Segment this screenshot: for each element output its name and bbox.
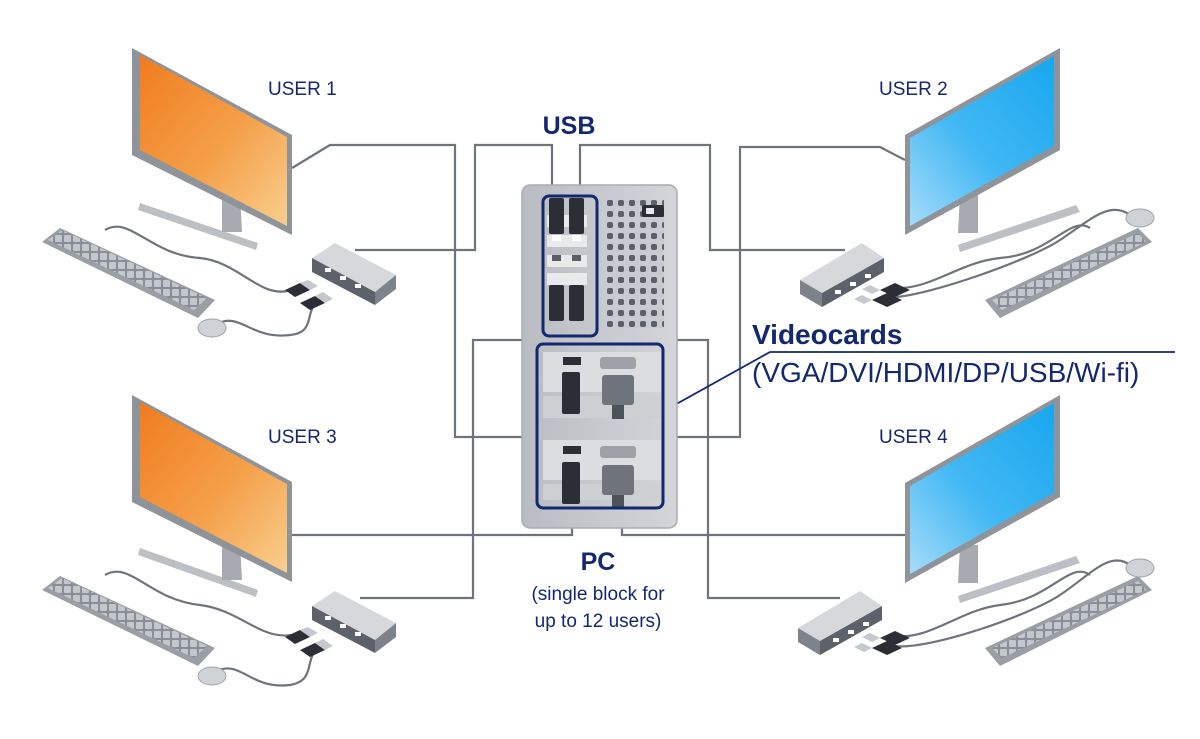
cable-user4-keyboard bbox=[894, 570, 1091, 638]
label-videocards-types: (VGA/DVI/HDMI/DP/USB/Wi-fi) bbox=[752, 357, 1139, 388]
workstation-user2 bbox=[800, 48, 1155, 318]
label-user4: USER 4 bbox=[879, 427, 948, 448]
keyboard-icon bbox=[42, 228, 215, 318]
label-user2: USER 2 bbox=[879, 79, 948, 100]
usb-hub-icon bbox=[312, 591, 396, 653]
label-pc-sub-line1: (single block for bbox=[531, 584, 665, 605]
cable-user1-keyboard bbox=[104, 225, 293, 293]
cable-user1-video bbox=[291, 143, 572, 439]
monitor-icon bbox=[905, 395, 1080, 603]
usb-connector-icon bbox=[854, 283, 910, 307]
power-switch-icon bbox=[642, 205, 664, 217]
keyboard-icon bbox=[42, 576, 215, 666]
videocards-pointer-line bbox=[661, 351, 1175, 413]
workstation-user4 bbox=[798, 395, 1155, 666]
cable-user2-keyboard bbox=[894, 224, 1091, 290]
label-videocards-title: Videocards bbox=[752, 319, 902, 350]
cable-user4-mouse bbox=[894, 559, 1131, 648]
usb-hub-icon bbox=[800, 243, 884, 307]
keyboard-icon bbox=[985, 228, 1152, 318]
label-pc-sub-line2: up to 12 users) bbox=[535, 611, 662, 632]
usb-connector-icon bbox=[285, 280, 333, 310]
label-user1: USER 1 bbox=[268, 79, 337, 100]
usb-hub-icon bbox=[312, 243, 396, 305]
monitor-icon bbox=[905, 48, 1080, 252]
vga-connector-icon bbox=[600, 357, 636, 509]
cable-user1-usb bbox=[355, 143, 554, 252]
cable-user3-mouse bbox=[214, 644, 326, 687]
cable-user1-mouse bbox=[214, 296, 326, 337]
monitor-icon bbox=[132, 48, 292, 250]
workstation-user3 bbox=[42, 395, 396, 686]
cables bbox=[104, 143, 1175, 687]
label-usb: USB bbox=[543, 112, 596, 140]
usb-port-group bbox=[547, 198, 587, 321]
videocard-slots bbox=[543, 352, 661, 509]
cable-user3-keyboard bbox=[104, 570, 293, 637]
keyboard-icon bbox=[985, 576, 1152, 666]
mouse-icon bbox=[1125, 558, 1155, 578]
monitor-icon bbox=[132, 395, 292, 597]
hdmi-connector-icon bbox=[562, 357, 581, 504]
pc-tower-icon bbox=[521, 184, 678, 529]
mouse-icon bbox=[1125, 208, 1155, 228]
videocard-highlight-frame bbox=[535, 342, 665, 510]
cable-user2-mouse bbox=[894, 208, 1131, 299]
usb-highlight-frame bbox=[541, 194, 599, 338]
usb-connector-icon bbox=[854, 631, 910, 655]
mouse-icon bbox=[197, 666, 227, 686]
workstation-user1 bbox=[42, 48, 396, 338]
cable-user2-usb bbox=[578, 143, 845, 252]
mouse-icon bbox=[197, 318, 227, 338]
usb-hub-icon bbox=[798, 591, 882, 655]
cable-user2-video bbox=[622, 145, 906, 439]
label-user3: USER 3 bbox=[268, 427, 337, 448]
label-pc-title: PC bbox=[581, 548, 616, 576]
usb-connector-icon bbox=[285, 627, 333, 657]
